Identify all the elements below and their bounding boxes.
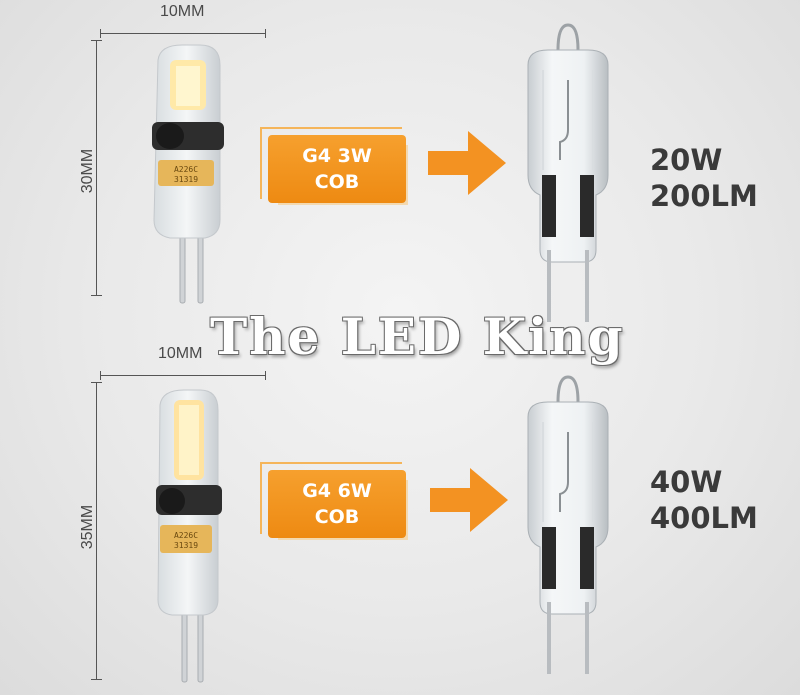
arrow-right-icon	[428, 131, 506, 195]
halogen-bulb-icon	[527, 375, 609, 674]
top-row: 10MM 30MM A226C 31319 G4 3W COB	[0, 0, 800, 330]
halogen-spec: 20W 200LM	[650, 142, 758, 214]
height-dimension-line	[96, 40, 97, 296]
width-dimension-line	[100, 33, 266, 34]
svg-text:A226C: A226C	[174, 531, 198, 540]
height-label: 30MM	[79, 148, 96, 194]
spec-lumens: 400LM	[650, 501, 758, 535]
spec-lumens: 200LM	[650, 179, 758, 213]
svg-text:31319: 31319	[174, 541, 198, 550]
height-dimension-line	[96, 382, 97, 680]
led-bulb-icon: A226C 31319	[152, 44, 224, 304]
badge-line-2: COB	[314, 171, 360, 193]
spec-watts: 40W	[650, 465, 723, 499]
led-bulb-icon: A226C 31319	[156, 389, 222, 683]
height-label: 35MM	[79, 504, 96, 550]
width-label: 10MM	[160, 3, 205, 20]
svg-text:A226C: A226C	[174, 165, 198, 174]
halogen-bulb-icon	[527, 23, 609, 322]
width-label: 10MM	[158, 345, 203, 362]
watermark-text: The LED King	[210, 307, 625, 366]
svg-text:31319: 31319	[174, 175, 198, 184]
badge-line-1: G4 3W	[302, 145, 372, 167]
badge-line-2: COB	[314, 506, 360, 528]
arrow-right-icon	[430, 468, 508, 532]
width-dimension-line	[100, 375, 266, 376]
spec-watts: 20W	[650, 143, 723, 177]
badge-line-1: G4 6W	[302, 480, 372, 502]
bottom-row: 10MM 35MM A226C 31319 G4 6W COB	[0, 340, 800, 695]
halogen-spec: 40W 400LM	[650, 464, 758, 536]
product-badge: G4 6W COB	[260, 462, 406, 538]
product-badge: G4 3W COB	[260, 127, 406, 203]
